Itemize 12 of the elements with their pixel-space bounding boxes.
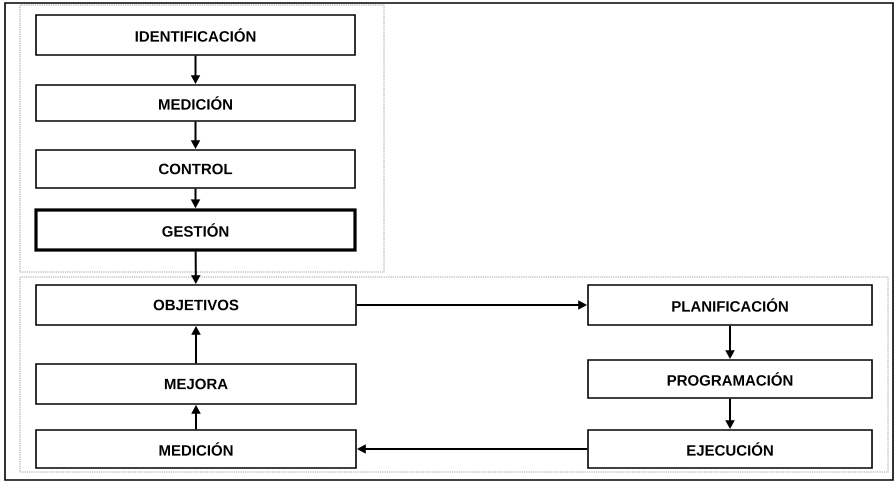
- process-box: IDENTIFICACIÓN: [35, 14, 356, 56]
- process-box: MEJORA: [35, 363, 357, 405]
- process-box: PROGRAMACIÓN: [587, 359, 873, 399]
- group-frame: [20, 276, 888, 472]
- process-box: MEDICIÓN: [35, 429, 357, 469]
- process-box: OBJETIVOS: [35, 284, 357, 326]
- process-box: GESTIÓN: [34, 208, 357, 252]
- group-frame: [20, 4, 384, 272]
- process-box: EJECUCIÓN: [587, 429, 873, 469]
- process-box: CONTROL: [35, 149, 356, 189]
- process-box: MEDICIÓN: [35, 84, 356, 122]
- process-box: PLANIFICACIÓN: [587, 284, 873, 326]
